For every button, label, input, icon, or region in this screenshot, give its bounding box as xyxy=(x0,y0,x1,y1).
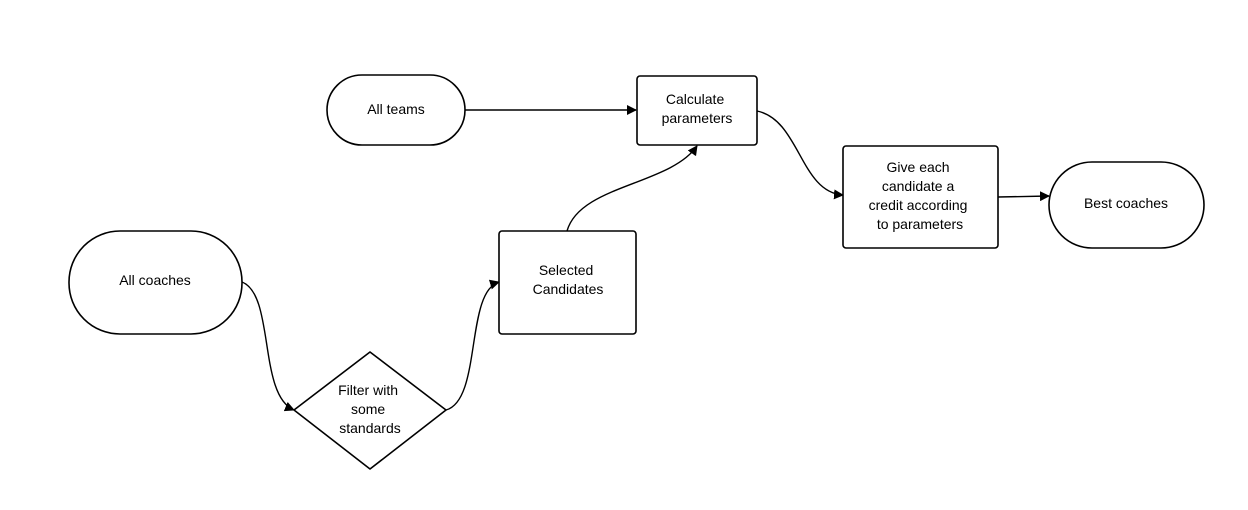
edges xyxy=(241,105,1050,412)
node-give-credit: Give each candidate a credit according t… xyxy=(842,145,999,249)
node-all-coaches: All coaches xyxy=(68,230,243,335)
edge-give-credit-to-best-coaches xyxy=(997,191,1050,202)
node-label-line: Candidates xyxy=(533,281,604,297)
process-shape xyxy=(636,75,758,146)
node-label-line: candidate a xyxy=(882,178,955,194)
edge-all-coaches-to-filter xyxy=(241,281,295,412)
node-filter: Filter with some standards xyxy=(293,351,447,470)
decision-shape xyxy=(293,351,447,470)
node-label-line: parameters xyxy=(662,110,733,126)
node-label-line: Calculate xyxy=(666,91,725,107)
svg-text:Selected Candidates: Selected Candidates xyxy=(533,262,604,297)
node-calculate-parameters: Calculate parameters xyxy=(636,75,758,146)
edge-selected-to-calculate xyxy=(566,145,698,232)
svg-text:All teams: All teams xyxy=(367,101,425,117)
process-shape xyxy=(842,145,999,249)
edge-filter-to-selected xyxy=(445,279,500,411)
svg-text:Give each candidate a: Give each candidate a credit according t… xyxy=(869,159,972,232)
edge-calculate-to-give-credit xyxy=(756,110,844,200)
node-label-line: All teams xyxy=(367,101,425,117)
terminator-shape xyxy=(68,230,243,335)
process-shape xyxy=(498,230,637,335)
svg-text:All coaches: All coaches xyxy=(119,272,191,288)
node-best-coaches: Best coaches xyxy=(1048,161,1205,249)
terminator-shape xyxy=(326,74,466,146)
node-label-line: Best coaches xyxy=(1084,195,1168,211)
node-label-line: Give each xyxy=(887,159,950,175)
node-all-teams: All teams xyxy=(326,74,466,146)
terminator-shape xyxy=(1048,161,1205,249)
node-selected-candidates: Selected Candidates xyxy=(498,230,637,335)
node-label-line: Selected xyxy=(539,262,593,278)
svg-text:Calculate parameters: Calculate parameters xyxy=(662,91,733,126)
node-label-line: All coaches xyxy=(119,272,191,288)
svg-text:Best coaches: Best coaches xyxy=(1084,195,1168,211)
node-label-line: to parameters xyxy=(877,216,963,232)
svg-text:Filter with some s: Filter with some standards xyxy=(338,382,402,436)
node-label-line: standards xyxy=(339,420,400,436)
node-label-line: credit according xyxy=(869,197,968,213)
node-label-line: Filter with xyxy=(338,382,398,398)
node-label-line: some xyxy=(351,401,385,417)
